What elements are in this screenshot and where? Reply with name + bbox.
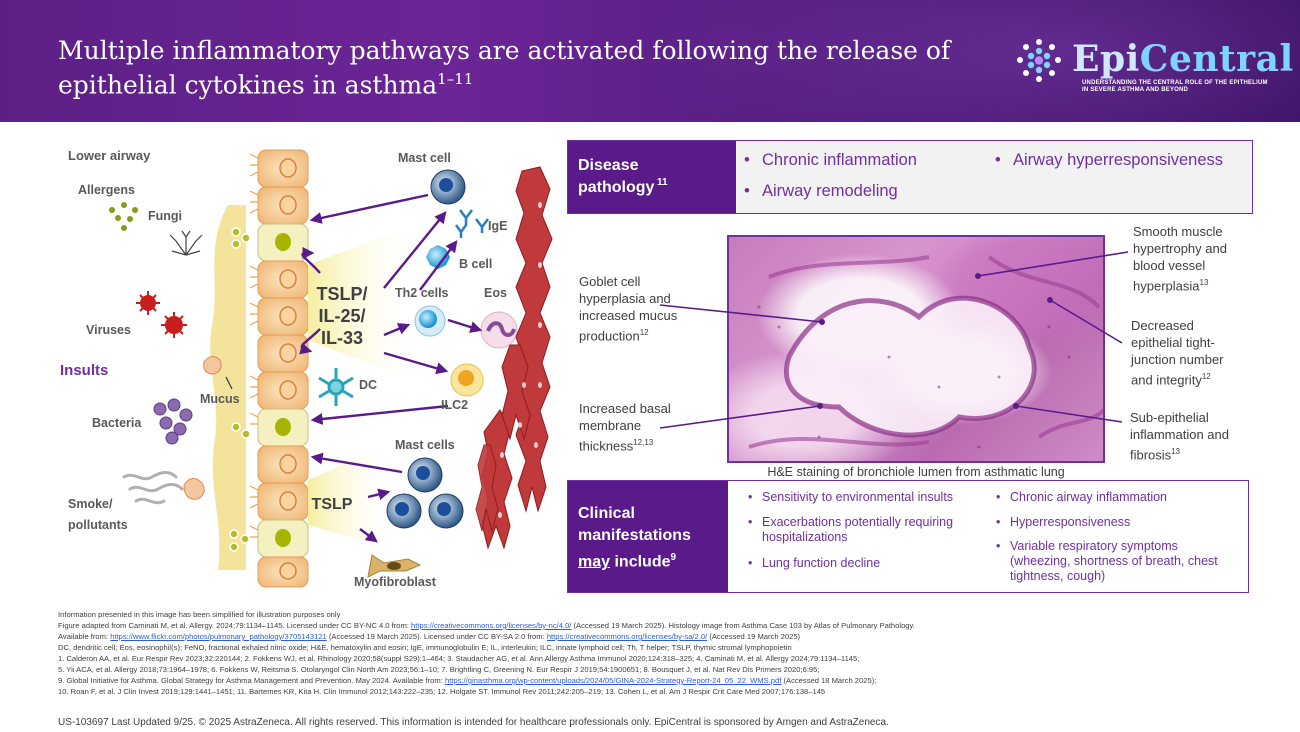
smoke-icon bbox=[122, 471, 184, 505]
label-fungi: Fungi bbox=[148, 209, 183, 223]
brand-tagline: UNDERSTANDING THE CENTRAL ROLE OF THE EP… bbox=[1082, 80, 1268, 93]
eosinophil-icon bbox=[480, 311, 518, 349]
link-gina[interactable]: https://ginasthma.org/wp-content/uploads… bbox=[444, 676, 782, 685]
clinical-heading: Clinical manifestations may include9 bbox=[568, 481, 728, 592]
footer-disclaimer: Information presented in this image has … bbox=[58, 610, 341, 619]
label-smoke-line2: pollutants bbox=[68, 518, 128, 532]
clinical-item: Lung function decline bbox=[748, 556, 972, 571]
th2-cell-icon bbox=[414, 305, 446, 337]
tslp-fan bbox=[308, 450, 378, 545]
b-cell-icon bbox=[426, 245, 450, 269]
label-th2-cells: Th2 cells bbox=[395, 286, 449, 300]
clinical-item: Exacerbations potentially requiring hosp… bbox=[748, 515, 972, 545]
label-allergens: Allergens bbox=[78, 183, 135, 197]
cytokine-tslp: TSLP/ bbox=[316, 284, 368, 304]
label-mast-cells: Mast cells bbox=[395, 438, 455, 452]
page-title: Multiple inflammatory pathways are activ… bbox=[58, 36, 951, 100]
pathology-item: Airway hyperresponsiveness bbox=[995, 151, 1223, 170]
mucus-layer bbox=[210, 205, 246, 570]
footer-abbreviations: DC, dendritic cell; Eos, eosinophil(s); … bbox=[58, 643, 792, 652]
pathology-item: Airway remodeling bbox=[744, 182, 898, 201]
epithelial-cells bbox=[249, 149, 309, 588]
label-smoke-line1: Smoke/ bbox=[68, 497, 113, 511]
cytokine-il25: IL-25/ bbox=[318, 306, 366, 326]
label-dc: DC bbox=[359, 378, 378, 392]
footer-references-1: 1. Calderon AA, et al. Eur Respir Rev 20… bbox=[58, 654, 860, 663]
tslp-label: TSLP bbox=[311, 496, 353, 513]
histology-caption: H&E staining of bronchiole lumen from as… bbox=[767, 465, 1065, 479]
brand-name: EpiCentral bbox=[1072, 38, 1294, 80]
myofibroblast-icon bbox=[367, 554, 422, 578]
bacteria-icon bbox=[153, 398, 193, 445]
ige-icon bbox=[454, 209, 489, 238]
cytokine-fan bbox=[308, 230, 400, 375]
allergens-icon bbox=[109, 202, 138, 231]
ilc2-icon bbox=[450, 363, 484, 397]
smooth-muscle bbox=[475, 166, 553, 550]
cell-debris-icon bbox=[183, 356, 222, 500]
clinical-item: Sensitivity to environmental insults bbox=[748, 490, 982, 505]
disease-pathology-sup: 11 bbox=[657, 177, 668, 188]
footer-references-3: 9. Global Initiative for Asthma. Global … bbox=[58, 676, 877, 685]
annotation-basal-membrane: Increased basal membrane thickness12,13 bbox=[579, 401, 671, 454]
fungi-icon bbox=[169, 230, 203, 256]
dendritic-cell-icon bbox=[318, 368, 354, 406]
header-banner: Multiple inflammatory pathways are activ… bbox=[0, 0, 1300, 122]
dots-logo-icon bbox=[1017, 39, 1061, 82]
label-ige: IgE bbox=[488, 219, 508, 233]
link-flickr[interactable]: https://www.flickr.com/photos/pulmonary_… bbox=[110, 632, 327, 641]
pathway-diagram bbox=[109, 149, 553, 588]
label-b-cell: B cell bbox=[459, 257, 493, 271]
footer-references-4: 10. Roan F, et al. J Clin Invest 2019;12… bbox=[58, 687, 826, 696]
annotation-goblet: Goblet cell hyperplasia and increased mu… bbox=[579, 274, 678, 344]
label-bacteria: Bacteria bbox=[92, 416, 142, 430]
annotation-subepithelial: Sub-epithelial inflammation and fibrosis… bbox=[1130, 410, 1229, 463]
annotation-tight-junction: Decreased epithelial tight-junction numb… bbox=[1131, 318, 1224, 388]
label-insults: Insults bbox=[60, 362, 109, 379]
mast-cell-icon bbox=[430, 169, 466, 205]
disease-pathology-box: Disease pathology Chronic inflammation A… bbox=[567, 140, 1253, 214]
label-lower-airway: Lower airway bbox=[68, 148, 151, 163]
histology-image bbox=[727, 235, 1105, 463]
label-mucus: Mucus bbox=[200, 392, 240, 406]
mast-cells-icon bbox=[386, 457, 464, 529]
link-cc-by-sa[interactable]: https://creativecommons.org/licenses/by-… bbox=[546, 632, 708, 641]
label-ilc2: ILC2 bbox=[441, 398, 469, 412]
annotation-smooth-muscle: Smooth muscle hypertrophy and blood vess… bbox=[1133, 224, 1227, 294]
footer-copyright: US-103697 Last Updated 9/25. © 2025 Astr… bbox=[58, 717, 889, 728]
histology-texture bbox=[748, 255, 1103, 449]
label-eos: Eos bbox=[484, 286, 507, 300]
header-glow bbox=[640, 0, 1300, 122]
epicentral-logo: EpiCentral UNDERSTANDING THE CENTRAL ROL… bbox=[1012, 38, 1293, 98]
label-myofibroblast: Myofibroblast bbox=[354, 575, 436, 589]
footer-figure-source: Figure adapted from Caminati M, et al. A… bbox=[58, 621, 915, 630]
clinical-manifestations-box: Clinical manifestations may include9 Sen… bbox=[567, 480, 1249, 593]
label-viruses: Viruses bbox=[86, 323, 131, 337]
link-cc-by-nc[interactable]: https://creativecommons.org/licenses/by-… bbox=[411, 621, 572, 630]
clinical-item: Hyperresponsiveness bbox=[996, 515, 1230, 530]
clinical-may: may bbox=[578, 553, 611, 571]
virus-icon bbox=[136, 291, 187, 338]
mucus-pointer bbox=[225, 376, 233, 390]
cytokine-il33: IL-33 bbox=[320, 328, 363, 348]
pathology-item: Chronic inflammation bbox=[744, 151, 917, 170]
label-mast-cell: Mast cell bbox=[398, 151, 451, 165]
cilia bbox=[249, 153, 259, 538]
clinical-item: Chronic airway inflammation bbox=[996, 490, 1230, 505]
clinical-item: Variable respiratory symptoms (wheezing,… bbox=[996, 539, 1240, 584]
cytokine-label: TSLP/ IL-25/ IL-33 bbox=[313, 283, 371, 349]
pathway-arrows bbox=[299, 193, 483, 543]
footer-availability: Available from: https://www.flickr.com/p… bbox=[58, 632, 801, 641]
label-smoke: Smoke/ pollutants bbox=[68, 494, 128, 536]
footer-references-2: 5. Yii ACA, et al. Allergy 2018;73:1964–… bbox=[58, 665, 820, 674]
mucus-droplets bbox=[229, 227, 251, 552]
disease-pathology-heading: Disease pathology bbox=[568, 141, 736, 213]
